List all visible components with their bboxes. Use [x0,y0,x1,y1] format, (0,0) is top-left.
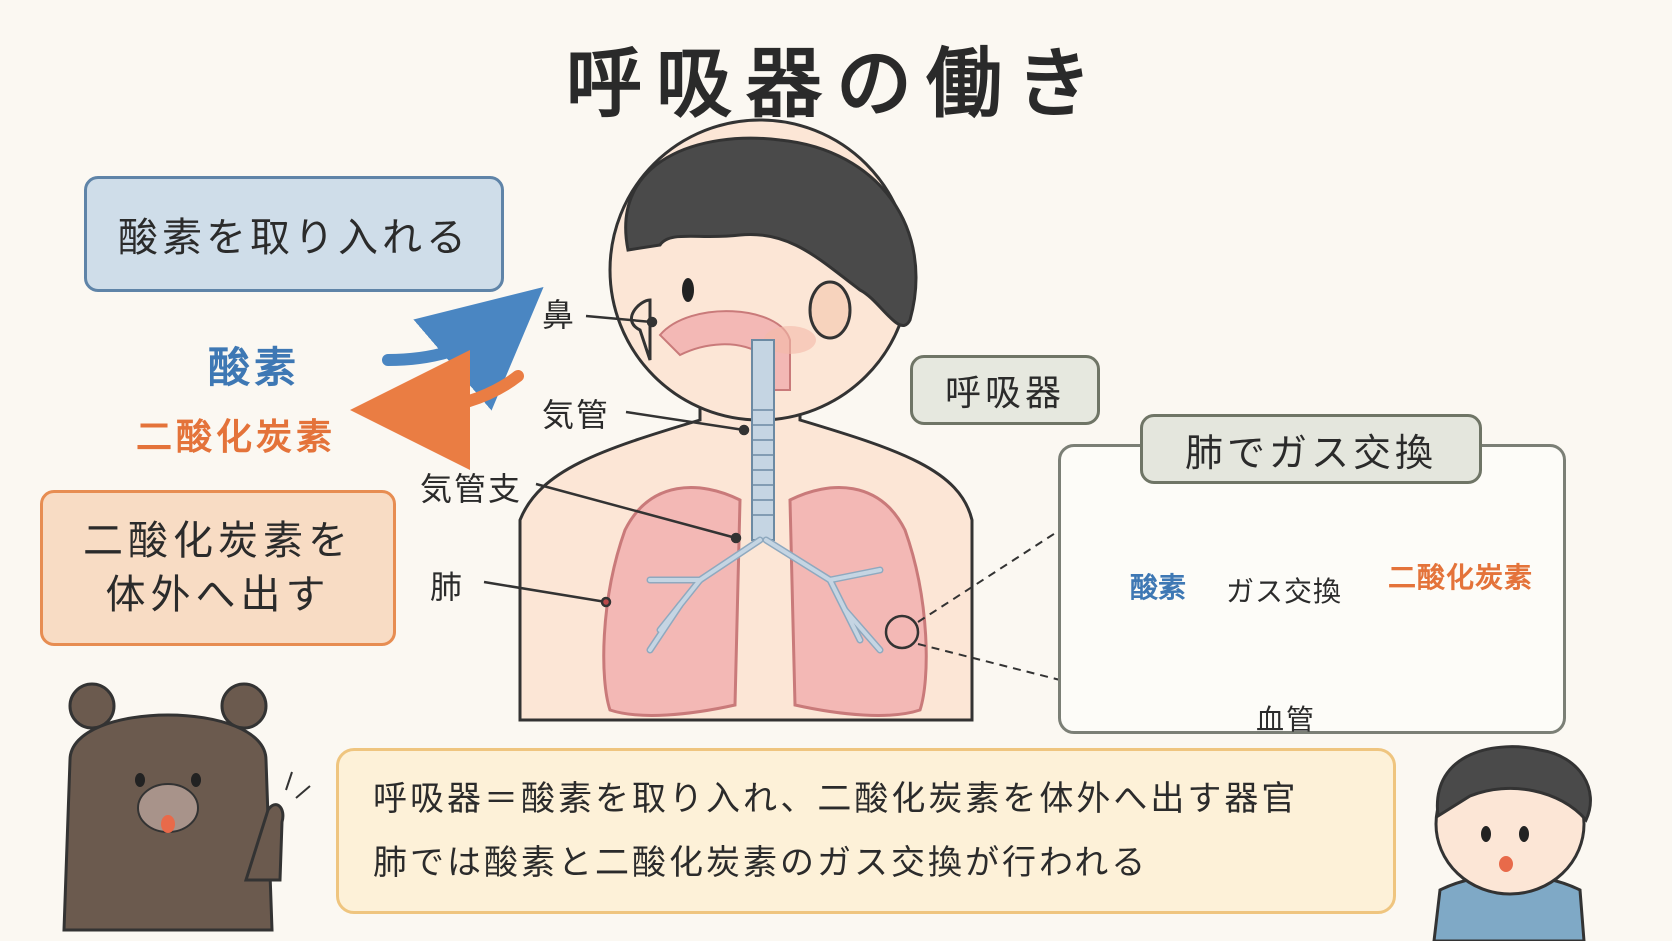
leader-lines [483,314,750,608]
detail-co2-label: 二酸化炭素 [1388,561,1534,594]
magnifier [884,529,1061,681]
gas-exchange-title-box: 肺でガス交換 [1140,414,1482,484]
detail-oxygen-label: 酸素 [1130,571,1187,604]
boy-character [1432,745,1592,941]
nasal-cavity-shape [658,310,791,391]
summary-line-2: 肺では酸素と二酸化炭素のガス交換が行われる [373,843,1149,883]
summary-box: 呼吸器＝酸素を取り入れ、二酸化炭素を体外へ出す器官 肺では酸素と二酸化炭素のガス… [336,748,1396,914]
page-title: 呼吸器の働き [566,39,1106,128]
respiratory-text: 呼吸器 [944,373,1065,414]
oxygen-flow-label: 酸素 [208,343,301,392]
label-lung: 肺 [430,568,465,606]
gas-exchange-panel [1058,444,1566,734]
label-nose: 鼻 [542,296,577,334]
label-blood-vessel: 血管 [1256,703,1317,736]
detail-gas-exchange-label: ガス交換 [1226,575,1343,608]
expel-text-line2: 体外へ出す [105,572,331,618]
head [608,118,918,422]
lungs [602,486,928,717]
label-trachea: 気管 [542,396,611,434]
eye [682,278,694,302]
flow-arrows [350,286,544,470]
summary-line-1: 呼吸器＝酸素を取り入れ、二酸化炭素を体外へ出す器官 [373,779,1299,819]
gas-exchange-title: 肺でガス交換 [1184,430,1437,475]
airway [646,339,884,654]
hair [624,136,918,327]
label-bronchi: 気管支 [420,470,523,508]
expel-text-line1: 二酸化炭素を [83,518,353,564]
intake-text: 酸素を取り入れる [118,215,470,261]
intake-box: 酸素を取り入れる [84,176,504,292]
co2-flow-label: 二酸化炭素 [136,417,337,458]
bear-character [62,682,311,932]
expel-box: 二酸化炭素を 体外へ出す [40,490,396,646]
respiratory-box: 呼吸器 [910,355,1100,425]
